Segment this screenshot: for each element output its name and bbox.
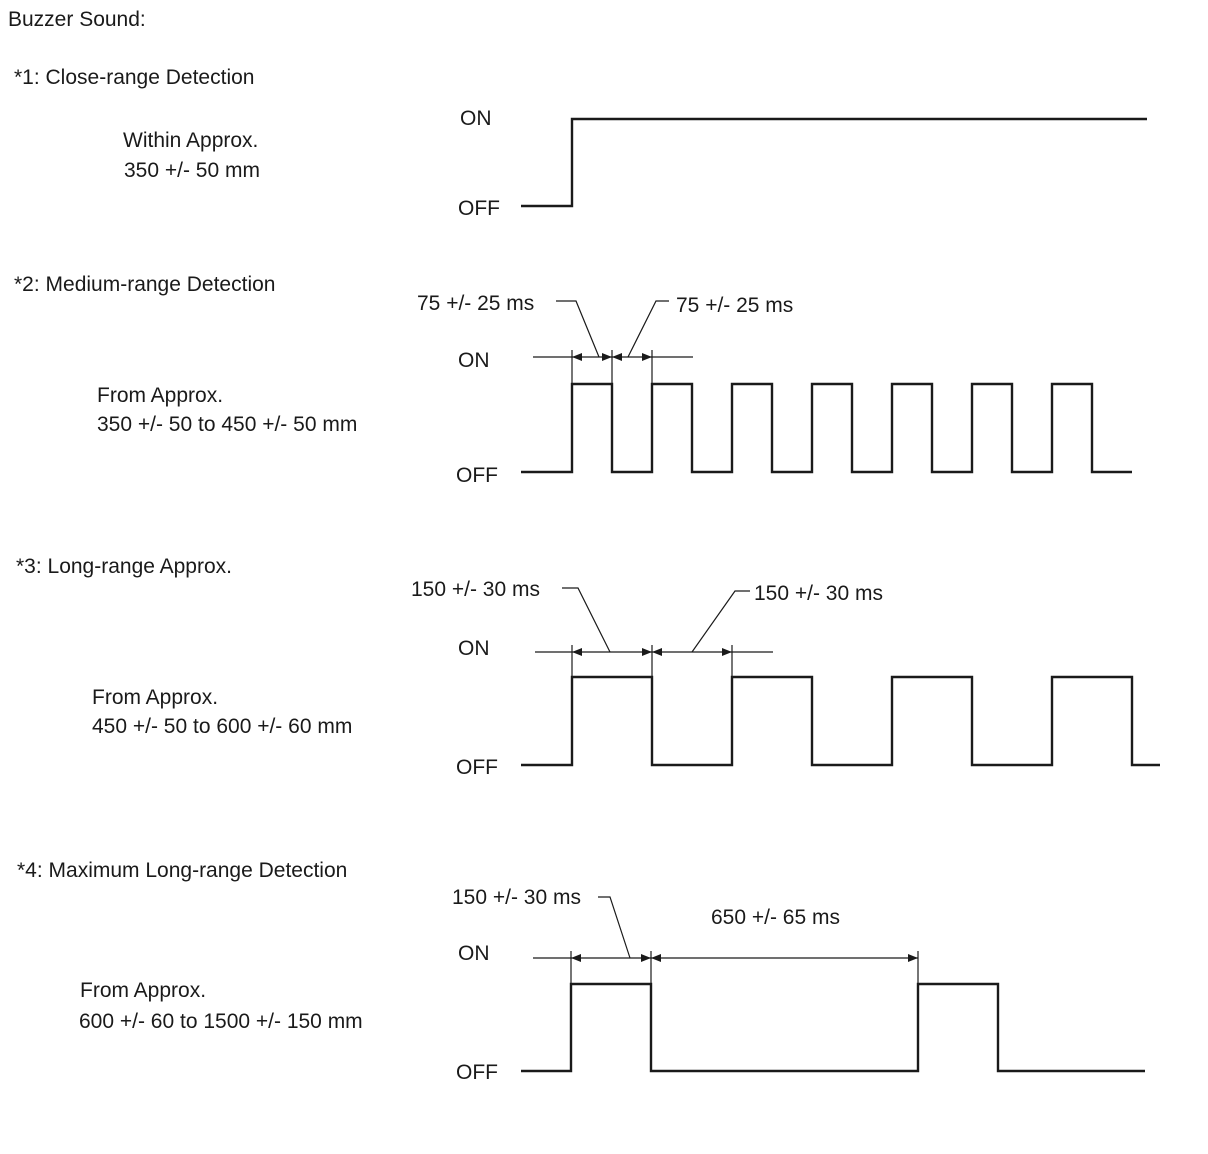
buzzer-waveform <box>521 382 1132 474</box>
on-time-label: 150 +/- 30 ms <box>452 886 581 909</box>
buzzer-waveform <box>521 982 1145 1073</box>
off-time-label: 650 +/- 65 ms <box>711 906 840 929</box>
on-level-label: ON <box>460 107 492 130</box>
range-text-line2: 350 +/- 50 mm <box>124 159 260 182</box>
dimension-arrow <box>908 954 918 962</box>
off-time-label: 150 +/- 30 ms <box>754 582 883 605</box>
range-text-line1: From Approx. <box>92 686 218 709</box>
off-level-label: OFF <box>458 197 500 220</box>
on-level-label: ON <box>458 637 490 660</box>
dimension-arrow <box>642 648 652 656</box>
buzzer-waveform <box>521 117 1147 208</box>
buzzer-waveform <box>521 675 1160 767</box>
off-time-label: 75 +/- 25 ms <box>676 294 793 317</box>
section-heading: *1: Close-range Detection <box>14 66 254 89</box>
timing-dimension <box>533 300 693 384</box>
diagram-title: Buzzer Sound: <box>8 8 146 31</box>
on-level-label: ON <box>458 942 490 965</box>
section-long-range: *3: Long-range Approx. From Approx. 450 … <box>16 555 1160 779</box>
dimension-arrow <box>572 648 582 656</box>
dimension-arrow <box>651 954 661 962</box>
timing-dimension <box>533 896 919 984</box>
dimension-arrow <box>722 648 732 656</box>
off-level-label: OFF <box>456 756 498 779</box>
off-level-label: OFF <box>456 464 498 487</box>
dimension-arrow <box>571 954 581 962</box>
dimension-arrow <box>642 353 652 361</box>
section-close-range: *1: Close-range Detection Within Approx.… <box>14 66 1147 220</box>
off-level-label: OFF <box>456 1061 498 1084</box>
range-text-line1: Within Approx. <box>123 129 258 152</box>
range-text-line1: From Approx. <box>80 979 206 1002</box>
range-text-line2: 600 +/- 60 to 1500 +/- 150 mm <box>79 1010 363 1033</box>
section-heading: *2: Medium-range Detection <box>14 273 275 296</box>
on-time-label: 75 +/- 25 ms <box>417 292 534 315</box>
range-text-line2: 350 +/- 50 to 450 +/- 50 mm <box>97 413 357 436</box>
dimension-arrow <box>652 648 662 656</box>
dimension-arrow <box>641 954 651 962</box>
section-heading: *3: Long-range Approx. <box>16 555 232 578</box>
dimension-arrow <box>602 353 612 361</box>
on-level-label: ON <box>458 349 490 372</box>
on-time-label: 150 +/- 30 ms <box>411 578 540 601</box>
dimension-arrow <box>612 353 622 361</box>
section-heading: *4: Maximum Long-range Detection <box>17 859 347 882</box>
timing-dimension <box>535 587 773 677</box>
section-medium-range: *2: Medium-range Detection From Approx. … <box>14 273 1132 487</box>
dimension-arrow <box>572 353 582 361</box>
section-maximum-long-range: *4: Maximum Long-range Detection From Ap… <box>17 859 1145 1084</box>
range-text-line2: 450 +/- 50 to 600 +/- 60 mm <box>92 715 352 738</box>
range-text-line1: From Approx. <box>97 384 223 407</box>
